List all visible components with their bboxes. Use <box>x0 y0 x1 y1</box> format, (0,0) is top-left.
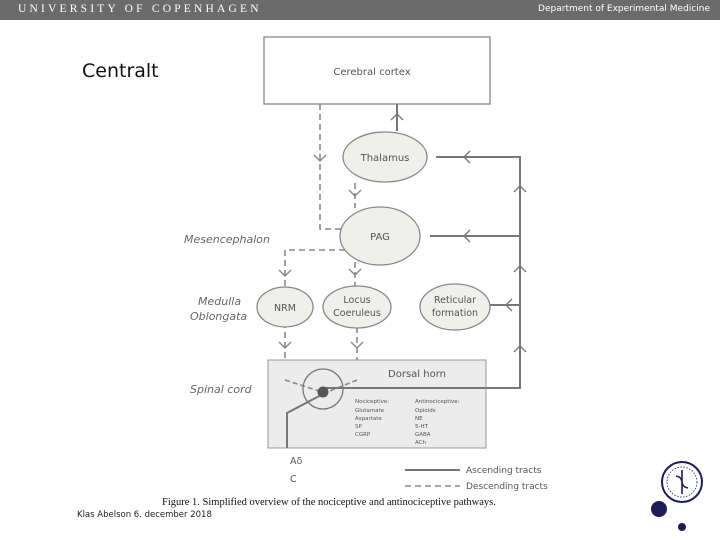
synapse-dot <box>317 386 329 398</box>
locus-coeruleus-node <box>322 285 392 329</box>
synapse-circle <box>302 368 344 410</box>
university-seal-icon <box>651 461 703 531</box>
medulla-label-line1: Medulla <box>198 295 241 308</box>
thalamus-node <box>342 131 428 183</box>
fiber-label-a-delta: Aδ <box>290 456 302 467</box>
locus-label-line1: Locus <box>343 295 370 306</box>
department-name: Department of Experimental Medicine <box>538 4 710 14</box>
pag-node <box>339 206 421 266</box>
nociceptive-item-4: CGRP <box>355 432 371 438</box>
reticular-label-line2: formation <box>432 308 478 319</box>
descending-cortex-pag <box>319 104 343 230</box>
antinociceptive-item-2: NE <box>415 416 423 422</box>
spinal-cord-label: Spinal cord <box>190 383 253 396</box>
medulla-label-line2: Oblongata <box>190 310 247 323</box>
cortex-box <box>263 36 491 105</box>
antinociceptive-item-4: GABA <box>415 432 431 438</box>
thalamus-label: Thalamus <box>360 153 410 164</box>
antinociceptive-item-1: Opioids <box>415 408 436 414</box>
legend-descending-label: Descending tracts <box>466 482 548 492</box>
antinociceptive-item-3: 5-HT <box>415 424 429 430</box>
nociceptive-item-1: Glutamate <box>355 408 385 414</box>
reticular-label-line1: Reticular <box>434 295 476 306</box>
nociceptive-item-2: Aspartate <box>355 416 382 422</box>
nociceptive-item-3: SP <box>355 424 362 430</box>
nrm-node <box>256 286 314 328</box>
legend-ascending-label: Ascending tracts <box>466 466 542 476</box>
dorsal-horn-label: Dorsal horn <box>388 369 446 380</box>
fiber-label-c: C <box>290 474 297 485</box>
descending-pag-nrm <box>284 249 345 287</box>
university-name: UNIVERSITY OF COPENHAGEN <box>18 3 262 15</box>
header-bar: UNIVERSITY OF COPENHAGEN Department of E… <box>0 0 720 20</box>
mesencephalon-label: Mesencephalon <box>184 233 270 246</box>
slide-title: Centralt <box>82 60 159 82</box>
pag-label: PAG <box>370 232 390 243</box>
nociceptive-heading: Nociceptive: <box>355 399 389 405</box>
descending-chevrons <box>278 154 364 349</box>
antinociceptive-item-5: ACh <box>415 440 427 446</box>
figure-caption: Figure 1. Simplified overview of the noc… <box>162 497 496 508</box>
cortex-label: Cerebral cortex <box>333 67 410 78</box>
nrm-label: NRM <box>274 303 296 314</box>
legend: Ascending tracts Descending tracts <box>405 466 548 492</box>
reticular-formation-node <box>419 283 491 331</box>
locus-label-line2: Coeruleus <box>333 308 381 319</box>
antinociceptive-heading: Antinociceptive: <box>415 399 460 405</box>
footer-text: Klas Abelson 6. december 2018 <box>77 510 212 520</box>
